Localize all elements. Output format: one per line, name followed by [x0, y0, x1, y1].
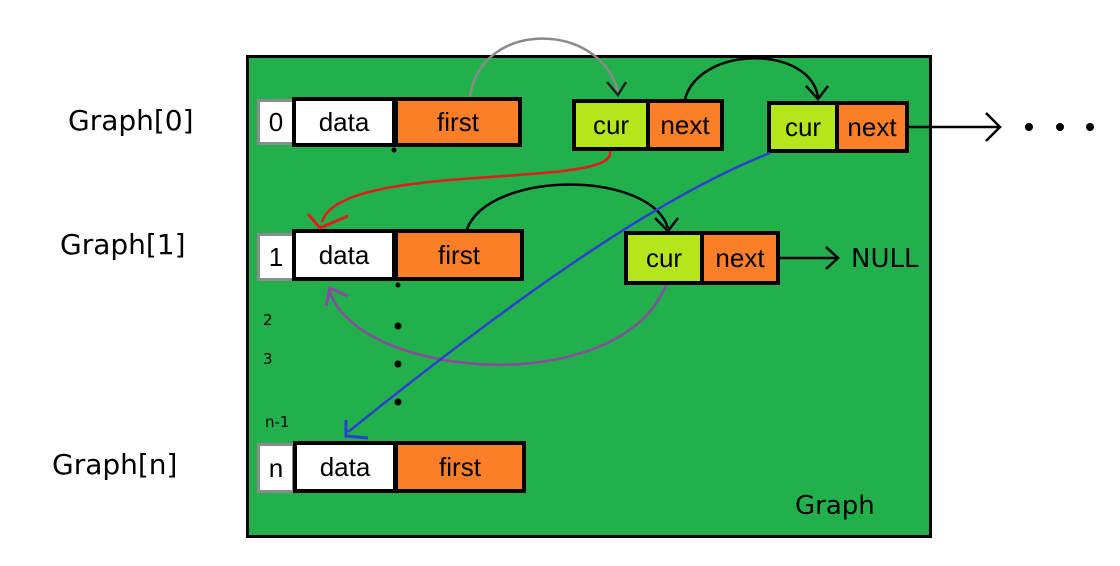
- node-next-cell-1: next: [835, 101, 909, 153]
- index-cell-0: 0: [257, 99, 295, 145]
- first-cell-1: first: [394, 229, 524, 281]
- purple-arrow: [324, 284, 668, 366]
- row-label-graph-0: Graph[0]: [68, 104, 194, 137]
- index-label-n-1: n-1: [265, 413, 290, 431]
- graph-panel-label: Graph: [795, 491, 875, 521]
- ellipsis-dots: [1025, 123, 1094, 131]
- row-label-graph-1: Graph[1]: [60, 228, 186, 261]
- black-arrow-first-1: [465, 183, 679, 233]
- index-label-2: 2: [263, 311, 273, 329]
- black-arrow-continue: [909, 112, 1002, 142]
- node-cur-cell-0: cur: [572, 99, 650, 151]
- red-arrow: [306, 150, 612, 230]
- row-label-graph-n: Graph[n]: [52, 448, 178, 481]
- index-label-3: 3: [263, 350, 273, 368]
- node-next-cell-0: next: [646, 99, 724, 151]
- first-cell-0: first: [394, 97, 522, 147]
- data-cell-1: data: [292, 229, 396, 281]
- first-cell-n: first: [394, 441, 526, 493]
- vertical-dots: [391, 147, 402, 406]
- blue-arrow: [344, 151, 771, 440]
- black-arrow-next-0: [683, 57, 829, 101]
- null-label: NULL: [851, 244, 919, 274]
- node-next-cell-2: next: [700, 231, 780, 285]
- gray-arrow: [468, 37, 628, 98]
- black-arrow-null: [780, 246, 840, 270]
